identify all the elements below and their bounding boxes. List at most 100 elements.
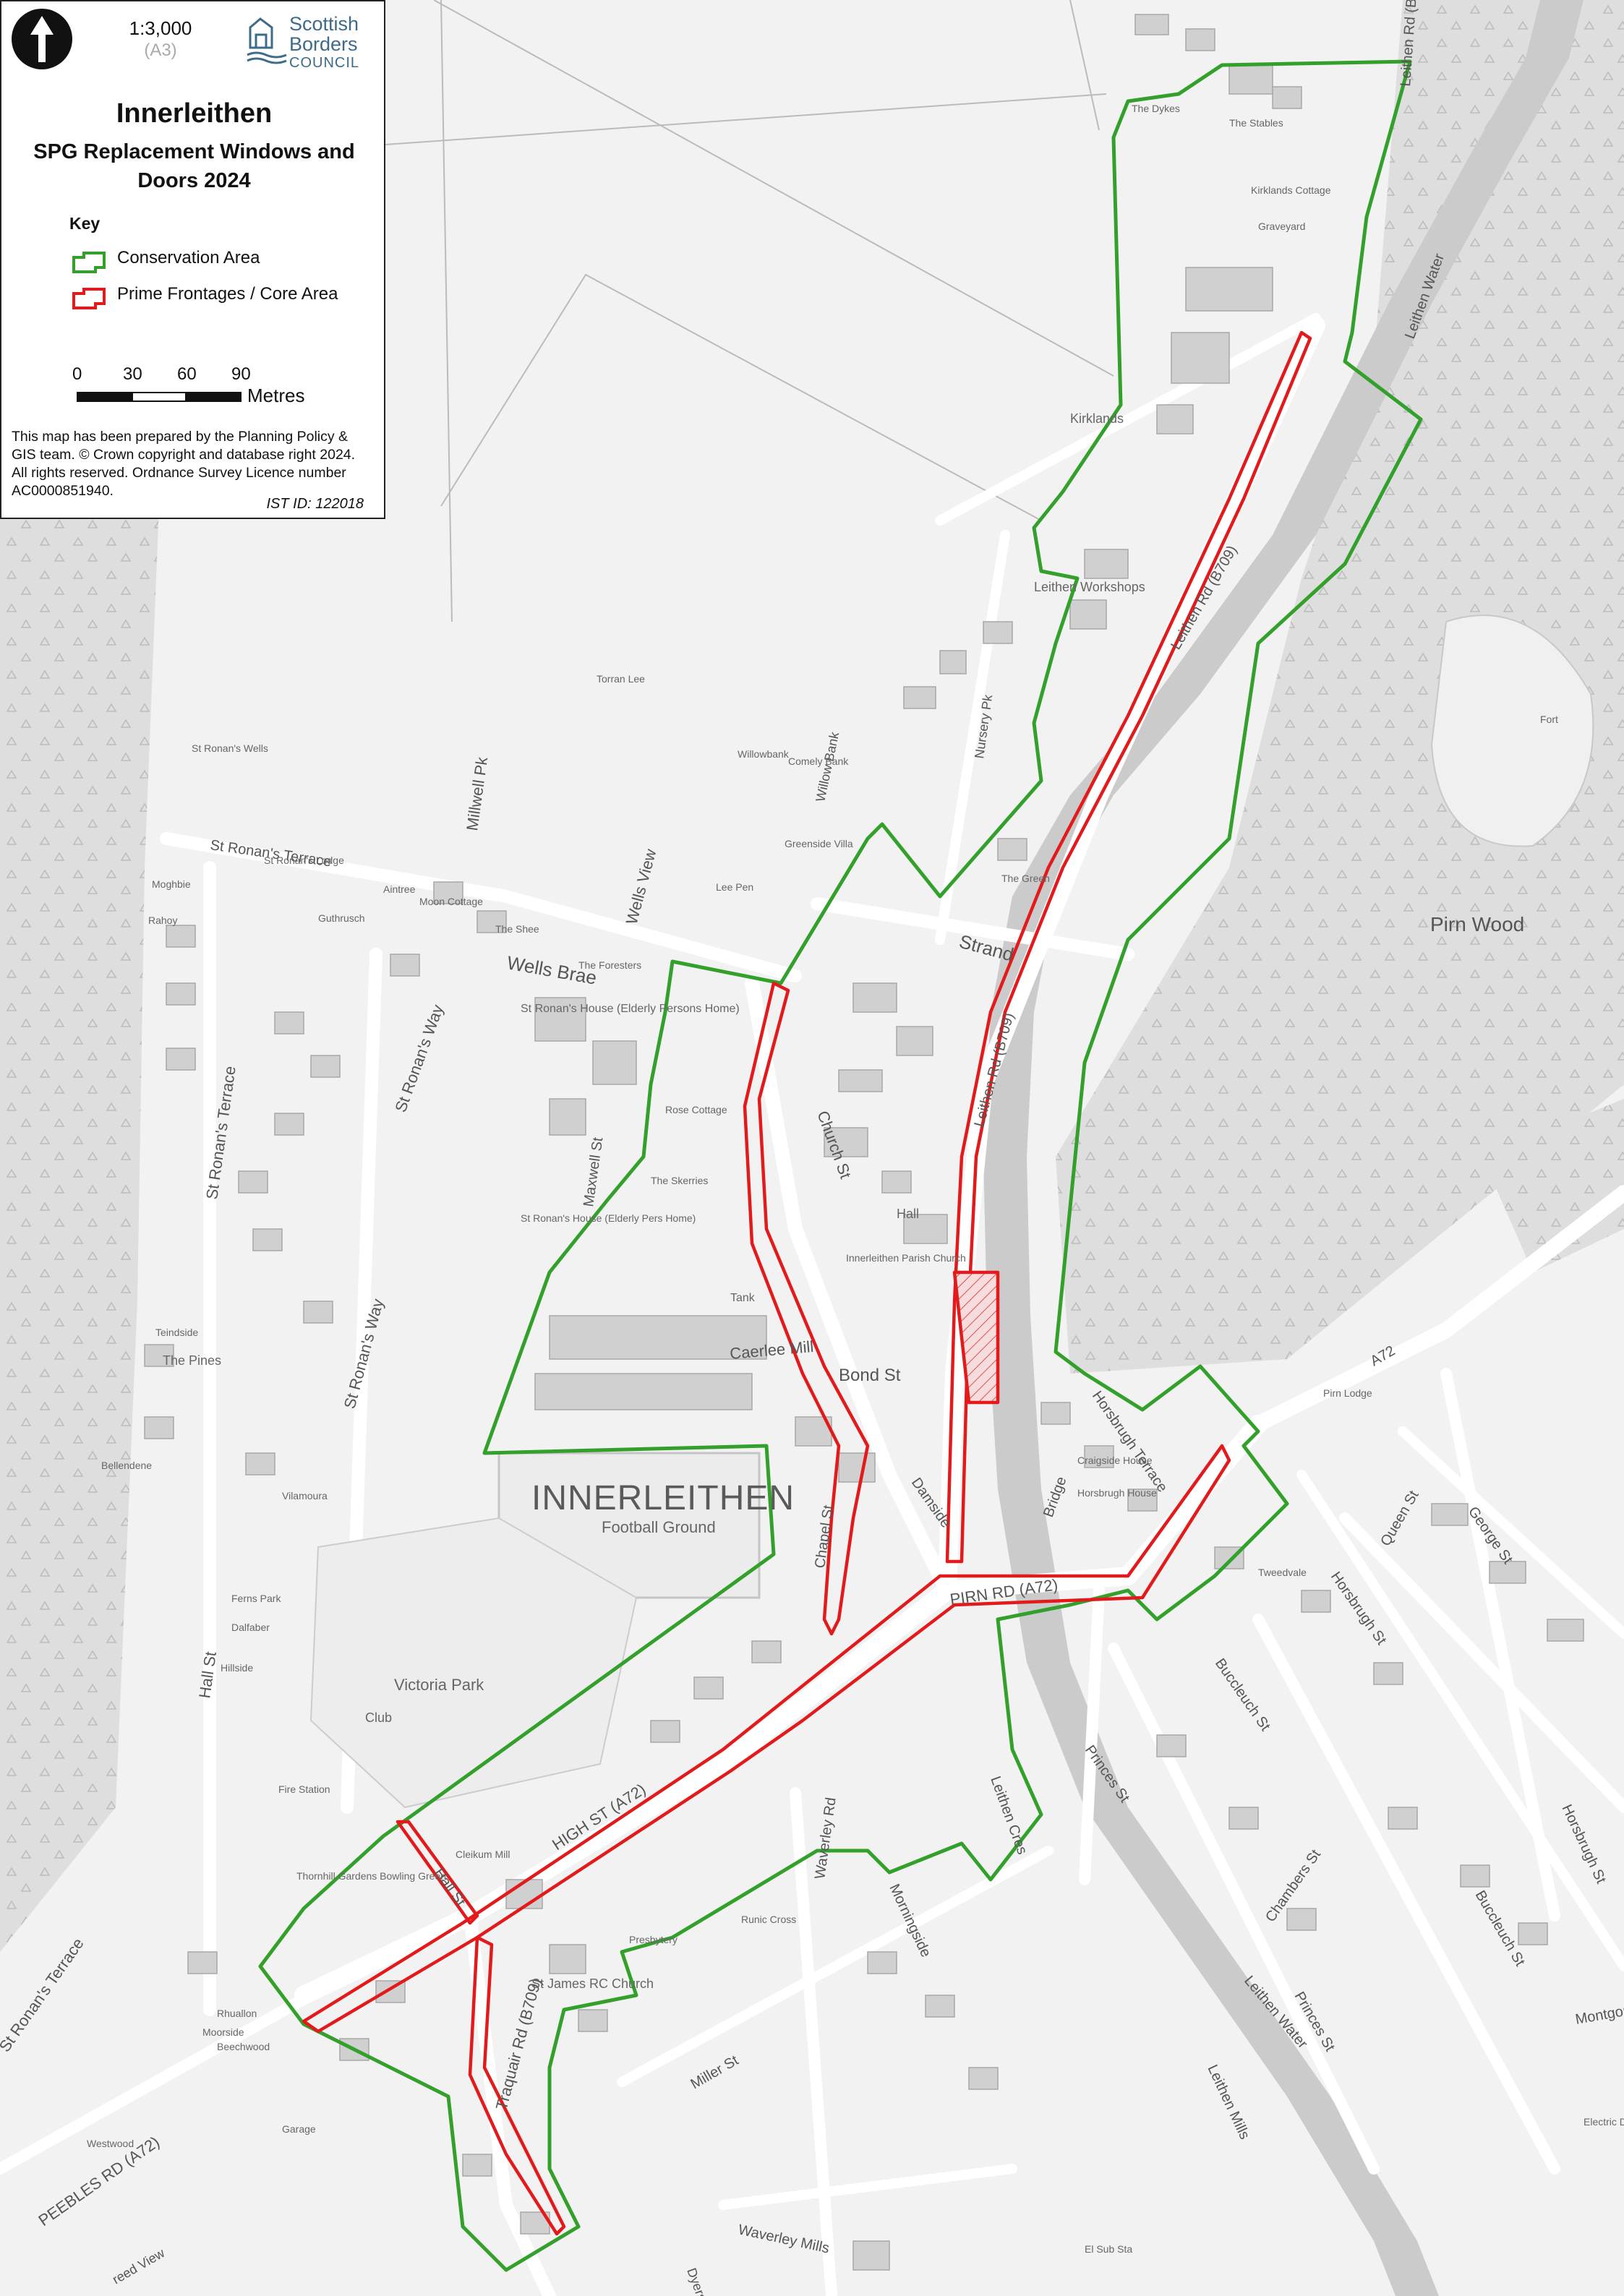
- place-label-rhuallon: Rhuallon: [217, 2008, 257, 2019]
- place-label-graveyard: Graveyard: [1258, 220, 1305, 232]
- place-label-leithen-workshops: Leithen Workshops: [1034, 580, 1145, 594]
- place-label-the-pines: The Pines: [163, 1353, 221, 1368]
- conservation-area-swatch-icon: [72, 252, 106, 273]
- field-boundaries: [385, 0, 1114, 622]
- victoria-park: [309, 1517, 638, 1809]
- legend-panel: 1:3,000 (A3) Scottish Borders COUNCIL In…: [0, 0, 385, 519]
- woodland-fort-clearing: [1430, 614, 1594, 847]
- place-label-guthrusch: Guthrusch: [318, 912, 365, 924]
- place-label-thornhill-gardens: Thornhill Gardens Bowling Green: [296, 1870, 446, 1882]
- copyright-note: This map has been prepared by the Planni…: [12, 429, 356, 499]
- place-label-innerleithen: INNERLEITHEN: [531, 1479, 795, 1517]
- north-arrow-icon: [12, 9, 72, 69]
- place-label-lee-pen: Lee Pen: [716, 881, 753, 893]
- place-label-st-ronans-house-2: St Ronan's House (Elderly Pers Home): [521, 1212, 696, 1224]
- place-label-moghbie: Moghbie: [152, 878, 191, 890]
- prime-traquair-rd-strip: [468, 1935, 566, 2236]
- place-label-tank: Tank: [730, 1292, 756, 1304]
- scalebar-unit: Metres: [247, 385, 305, 406]
- place-label-presbytery: Presbytery: [629, 1934, 678, 1945]
- place-label-club: Club: [365, 1710, 392, 1725]
- key-heading: Key: [69, 214, 101, 233]
- place-label-rahoy: Rahoy: [148, 914, 177, 926]
- place-label-moorside: Moorside: [202, 2026, 244, 2038]
- logo-text-1: Scottish: [289, 13, 359, 35]
- place-label-kirklands-cottage: Kirklands Cottage: [1251, 184, 1331, 196]
- football-ground-label: Football Ground: [602, 1518, 716, 1536]
- place-label-the-stables: The Stables: [1229, 117, 1283, 129]
- place-label-the-foresters: The Foresters: [578, 959, 641, 971]
- place-label-aintree: Aintree: [383, 883, 416, 895]
- place-label-st-ronans-wells: St Ronan's Wells: [192, 742, 268, 754]
- place-label-victoria-park: Victoria Park: [394, 1676, 484, 1694]
- place-label-kirklands: Kirklands: [1070, 411, 1124, 426]
- ist-id: IST ID: 122018: [266, 496, 364, 512]
- prime-hall-st-strip: [396, 1820, 479, 1925]
- scalebar-tick: 30: [123, 364, 142, 384]
- map-subtitle: SPG Replacement Windows and Doors 2024: [33, 140, 355, 192]
- road-label-bond-st: Bond St: [839, 1366, 901, 1385]
- place-label-garage: Garage: [282, 2123, 316, 2135]
- place-label-innerleithen-parish-church: Innerleithen Parish Church: [846, 1252, 966, 1264]
- prime-leithen-rd-strip: [945, 330, 1312, 1564]
- place-label-st-ronans-house: St Ronan's House (Elderly Persons Home): [521, 1003, 740, 1015]
- place-label-greenside-villa: Greenside Villa: [785, 838, 853, 849]
- prime-high-st-strip: [302, 1444, 1231, 2034]
- place-label-electricity-site: Electric Distrib Site: [1584, 2116, 1624, 2128]
- scalebar-segment: [187, 392, 242, 402]
- map-title: Innerleithen: [116, 98, 273, 129]
- map-scale: 1:3,000: [129, 17, 192, 39]
- place-label-el-sub-sta: El Sub Sta: [1085, 2243, 1132, 2255]
- place-label-comely-bank: Comely Bank: [788, 755, 849, 767]
- prime-leithen-rd-hatched: [952, 1270, 1000, 1405]
- place-label-the-skerries: The Skerries: [651, 1175, 708, 1186]
- place-label-teindside: Teindside: [155, 1327, 198, 1338]
- place-label-westwood: Westwood: [87, 2138, 134, 2149]
- woodland-northeast: [1056, 0, 1624, 1374]
- place-label-runic-cross: Runic Cross: [741, 1914, 796, 1925]
- place-label-ferns-park: Ferns Park: [231, 1593, 281, 1604]
- logo-text-3: COUNCIL: [289, 55, 360, 71]
- prime-church-chapel-strip: [743, 981, 870, 1636]
- place-label-hillside: Hillside: [221, 1662, 253, 1674]
- place-label-craigside-house: Craigside House: [1077, 1455, 1153, 1466]
- scalebar-segment: [77, 392, 132, 402]
- key-label: Prime Frontages / Core Area: [117, 284, 338, 304]
- prime-frontages-swatch-icon: [72, 288, 106, 309]
- place-label-the-shee: The Shee: [495, 923, 539, 935]
- place-label-fire-station: Fire Station: [278, 1783, 330, 1795]
- buildings: [144, 14, 1584, 2271]
- place-label-vilamoura: Vilamoura: [282, 1490, 328, 1502]
- place-label-horsbrugh-house: Horsbrugh House: [1077, 1487, 1157, 1499]
- scalebar-segment: [132, 392, 187, 402]
- place-label-pirn-lodge: Pirn Lodge: [1323, 1387, 1372, 1399]
- woodland-west: [0, 506, 159, 1952]
- place-label-dalfaber: Dalfaber: [231, 1622, 270, 1633]
- place-label-moon-cottage: Moon Cottage: [419, 896, 483, 907]
- place-label-st-james: St James RC Church: [531, 1976, 654, 1991]
- place-label-willowbank: Willowbank: [738, 748, 790, 760]
- scalebar-tick: 60: [177, 364, 197, 384]
- place-label-hall: Hall: [897, 1207, 919, 1221]
- council-logo: Scottish Borders COUNCIL: [246, 12, 376, 71]
- place-label-beechwood: Beechwood: [217, 2041, 270, 2052]
- pirn-wood-label: Pirn Wood: [1430, 913, 1524, 935]
- place-label-torran-lee: Torran Lee: [597, 673, 645, 685]
- place-label-st-ronans-lodge: St Ronan's Lodge: [264, 854, 344, 866]
- place-label-tweedvale: Tweedvale: [1258, 1567, 1307, 1578]
- place-label-cleikum-mill: Cleikum Mill: [456, 1849, 510, 1860]
- place-label-rose-cottage: Rose Cottage: [665, 1104, 727, 1115]
- roads: [0, 313, 1624, 2296]
- conservation-area-boundary: [258, 59, 1423, 2272]
- prime-frontages-core-area: [302, 330, 1312, 2236]
- scalebar-tick: 90: [231, 364, 251, 384]
- scalebar-tick: 0: [72, 364, 82, 384]
- place-label-bellendene: Bellendene: [101, 1460, 152, 1471]
- logo-text-2: Borders: [289, 33, 358, 55]
- place-label-fort: Fort: [1540, 714, 1558, 725]
- place-label-the-dykes: The Dykes: [1132, 103, 1180, 114]
- map-labels: INNERLEITHEN Football Ground Pirn Wood: [531, 913, 1524, 1536]
- key-label: Conservation Area: [117, 248, 260, 267]
